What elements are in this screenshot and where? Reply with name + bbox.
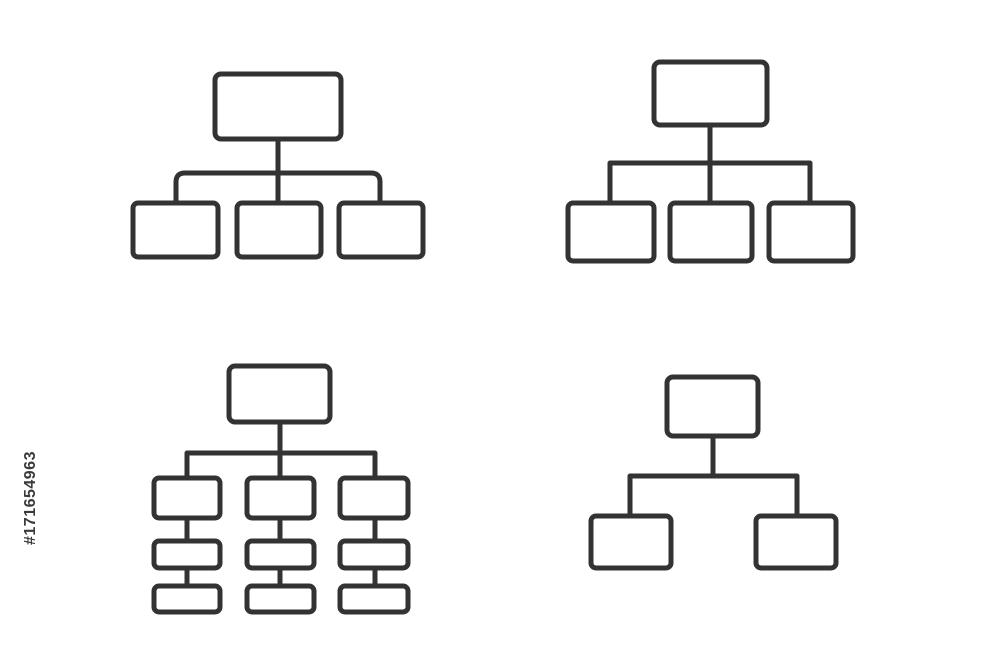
child-node: [753, 513, 839, 571]
level-three-node: [151, 538, 223, 571]
child-node: [336, 200, 426, 260]
level-four-node: [244, 583, 317, 615]
level-two-node: [244, 475, 317, 521]
child-node: [234, 200, 324, 260]
level-four-node: [337, 583, 411, 615]
connector-lines: [173, 136, 383, 204]
root-node: [664, 374, 761, 439]
child-node: [766, 200, 856, 264]
org-chart-one-to-three-rounded-icon: [130, 71, 426, 260]
connector-lines: [627, 433, 800, 518]
root-node: [226, 363, 333, 425]
connector-lines: [184, 419, 378, 588]
org-chart-one-to-three-with-sublevels-icon: [151, 363, 411, 615]
level-two-node: [337, 475, 411, 521]
child-node: [565, 200, 657, 264]
level-two-node: [151, 475, 223, 521]
level-three-node: [337, 538, 411, 571]
root-node: [212, 71, 344, 142]
root-node: [651, 59, 770, 128]
child-node: [130, 200, 221, 260]
org-chart-one-to-three-square-icon: [565, 59, 856, 264]
level-four-node: [151, 583, 223, 615]
stock-id-watermark: #171654963: [22, 451, 39, 545]
level-three-node: [244, 538, 317, 571]
connector-lines: [607, 122, 813, 205]
child-node: [588, 513, 674, 571]
org-chart-one-to-two-icon: [588, 374, 839, 571]
child-node: [667, 200, 755, 264]
